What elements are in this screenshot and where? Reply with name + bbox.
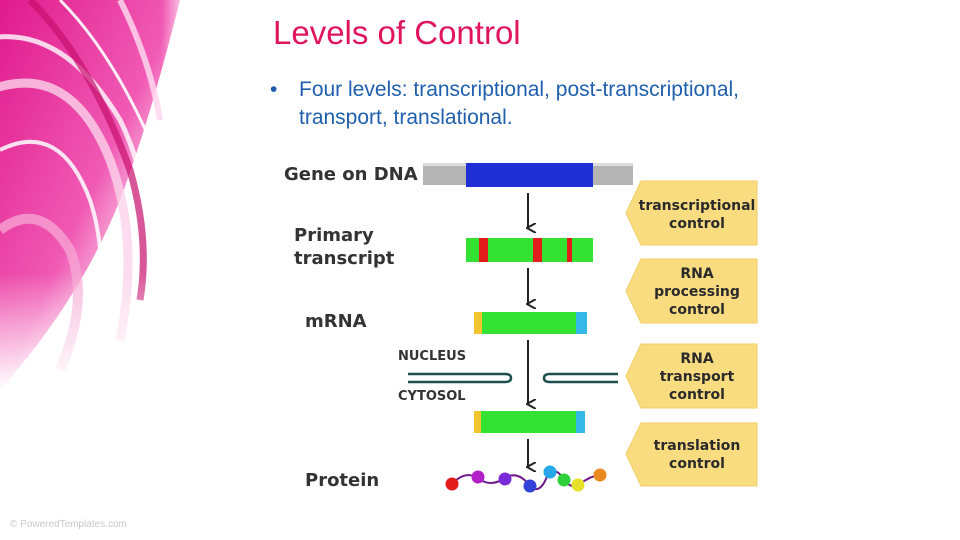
cytosolic-mrna-bar — [474, 411, 585, 433]
label-protein: Protein — [305, 470, 379, 491]
decorative-swirl-background — [0, 0, 190, 390]
primary-transcript-bar — [466, 238, 593, 262]
control-box-rna-processing: RNA processing control — [625, 258, 758, 324]
control-label-rna-transport-line3: control — [669, 387, 725, 403]
control-label-rna-processing-line2: processing — [654, 284, 740, 300]
control-label-translation-line1: translation — [654, 438, 741, 454]
control-box-transcriptional: transcriptional control — [625, 180, 758, 246]
control-label-transcriptional-line1: transcriptional — [639, 198, 756, 214]
control-box-translation: translation control — [625, 422, 758, 487]
control-label-rna-transport-line2: transport — [660, 369, 735, 385]
control-label-rna-transport-line1: RNA — [680, 351, 713, 367]
label-mrna: mRNA — [305, 311, 367, 332]
nuclear-membrane — [408, 372, 618, 384]
dna-bar — [423, 163, 633, 187]
label-primary-transcript-line1: Primary — [294, 225, 374, 246]
mrna-bar — [474, 312, 587, 334]
label-gene-on-dna: Gene on DNA — [284, 164, 418, 185]
control-label-rna-processing-line3: control — [669, 302, 725, 318]
slide-title: Levels of Control — [273, 14, 521, 51]
control-box-rna-transport: RNA transport control — [625, 343, 758, 409]
footer-credit: © PoweredTemplates.com — [10, 519, 127, 530]
control-label-rna-processing-line1: RNA — [680, 266, 713, 282]
label-nucleus: NUCLEUS — [398, 349, 466, 364]
bullet-text: Four levels: transcriptional, post-trans… — [299, 78, 740, 129]
label-cytosol: CYTOSOL — [398, 389, 466, 404]
protein-chain — [445, 465, 607, 493]
label-primary-transcript-line2: transcript — [294, 248, 395, 269]
bullet-marker: • — [270, 78, 278, 101]
control-label-transcriptional-line2: control — [669, 216, 725, 232]
control-label-translation-line2: control — [669, 456, 725, 472]
